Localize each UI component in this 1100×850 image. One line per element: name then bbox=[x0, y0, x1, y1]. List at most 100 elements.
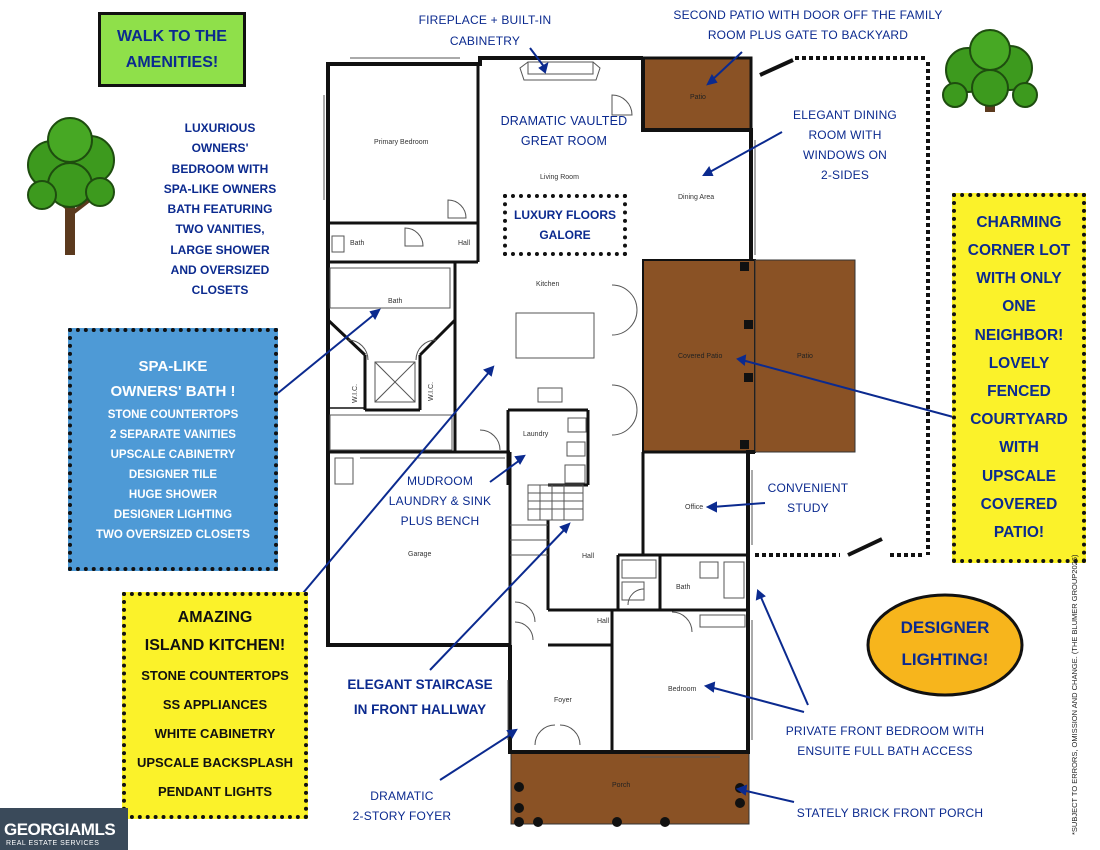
foyer-line-2: 2-STORY FOYER bbox=[352, 809, 452, 823]
spa-bath-box: SPA-LIKE OWNERS' BATH ! STONE COUNTERTOP… bbox=[68, 328, 278, 571]
owners-line-4: SPA-LIKE OWNERS bbox=[163, 181, 277, 196]
study-line-1: CONVENIENT bbox=[767, 481, 849, 495]
note-porch: STATELY BRICK FRONT PORCH bbox=[795, 804, 985, 823]
covered-patio bbox=[642, 259, 756, 453]
spa-title-1: SPA-LIKE bbox=[138, 357, 208, 375]
luxury-floors-box: LUXURY FLOORS GALORE bbox=[503, 194, 627, 256]
mudroom-line-3: PLUS BENCH bbox=[400, 514, 480, 528]
owners-line-2: OWNERS' bbox=[191, 141, 249, 156]
dining-line-1: ELEGANT DINING bbox=[793, 108, 897, 122]
room-bath-main: Bath bbox=[388, 298, 403, 305]
note-front-bedroom: PRIVATE FRONT BEDROOM WITH ENSUITE FULL … bbox=[780, 721, 990, 761]
owners-line-5: BATH FEATURING bbox=[167, 202, 273, 217]
study-line-2: STUDY bbox=[787, 501, 829, 515]
second-patio-line-2: ROOM PLUS GATE TO BACKYARD bbox=[707, 28, 909, 42]
owners-line-3: BEDROOM WITH bbox=[171, 161, 269, 176]
corner-line-12: PATIO! bbox=[993, 524, 1045, 542]
note-staircase: ELEGANT STAIRCASE IN FRONT HALLWAY bbox=[340, 672, 500, 722]
dining-line-2: ROOM WITH bbox=[808, 128, 882, 142]
note-second-patio: SECOND PATIO WITH DOOR OFF THE FAMILY RO… bbox=[668, 5, 948, 45]
logo-brand: GEORGIAMLS bbox=[4, 820, 116, 839]
spa-line-5: UPSCALE CABINETRY bbox=[110, 448, 236, 461]
room-office: Office bbox=[685, 504, 704, 511]
logo-sub: REAL ESTATE SERVICES bbox=[6, 840, 100, 847]
kitchen-line-3: STONE COUNTERTOPS bbox=[141, 668, 289, 683]
owners-line-6: TWO VANITIES, bbox=[175, 222, 265, 237]
room-kitchen: Kitchen bbox=[536, 281, 560, 288]
fence bbox=[755, 56, 930, 557]
staircase-line-1: ELEGANT STAIRCASE bbox=[347, 677, 493, 692]
room-wic-left: W.I.C. bbox=[352, 383, 360, 404]
corner-line-9: WITH bbox=[999, 439, 1039, 457]
kitchen-line-6: UPSCALE BACKSPLASH bbox=[136, 755, 293, 770]
owners-line-9: CLOSETS bbox=[191, 283, 249, 298]
exterior-walls bbox=[326, 56, 755, 754]
front-bedroom-line-1: PRIVATE FRONT BEDROOM WITH bbox=[785, 724, 985, 738]
room-garage: Garage bbox=[408, 551, 432, 558]
spa-title-2: OWNERS' BATH ! bbox=[110, 382, 236, 400]
spa-line-3: STONE COUNTERTOPS bbox=[107, 408, 239, 421]
room-hall-top: Hall bbox=[458, 240, 471, 247]
kitchen-line-4: SS APPLIANCES bbox=[162, 697, 268, 712]
front-bedroom-line-2: ENSUITE FULL BATH ACCESS bbox=[797, 744, 973, 758]
note-study: CONVENIENT STUDY bbox=[762, 478, 854, 518]
room-covered-patio: Covered Patio bbox=[678, 353, 723, 360]
spa-line-6: DESIGNER TILE bbox=[128, 468, 218, 481]
patio-posts bbox=[514, 262, 753, 827]
georgiamls-logo: GEORGIAMLS REAL ESTATE SERVICES bbox=[0, 808, 128, 850]
room-foyer: Foyer bbox=[554, 697, 572, 704]
kitchen-line-5: WHITE CABINETRY bbox=[154, 726, 276, 741]
spa-line-7: HUGE SHOWER bbox=[128, 488, 218, 501]
room-bath-small: Bath bbox=[350, 240, 365, 247]
room-laundry: Laundry bbox=[523, 431, 549, 438]
fireplace-line-2: CABINETRY bbox=[449, 34, 521, 48]
floors-line-2: GALORE bbox=[539, 228, 591, 242]
staircase-line-2: IN FRONT HALLWAY bbox=[353, 702, 487, 717]
spa-line-8: DESIGNER LIGHTING bbox=[113, 508, 233, 521]
room-patio-right: Patio bbox=[797, 353, 813, 360]
designer-oval bbox=[866, 593, 1024, 697]
owners-line-8: AND OVERSIZED bbox=[170, 263, 270, 278]
note-great-room: DRAMATIC VAULTED GREAT ROOM bbox=[498, 111, 630, 151]
note-owners-bedroom: LUXURIOUS OWNERS' BEDROOM WITH SPA-LIKE … bbox=[140, 118, 300, 301]
dining-line-4: 2-SIDES bbox=[820, 168, 870, 182]
foyer-line-1: DRAMATIC bbox=[370, 789, 434, 803]
kitchen-line-7: PENDANT LIGHTS bbox=[157, 784, 273, 799]
room-hall-lower: Hall bbox=[597, 618, 610, 625]
kitchen-title-2: ISLAND KITCHEN! bbox=[144, 637, 286, 654]
callout-arrows bbox=[277, 47, 958, 803]
mudroom-line-2: LAUNDRY & SINK bbox=[388, 494, 492, 508]
owners-line-7: LARGE SHOWER bbox=[170, 242, 270, 257]
great-room-line-1: DRAMATIC VAULTED bbox=[500, 114, 628, 128]
disclaimer-text: *SUBJECT TO ERRORS, OMISSION AND CHANGE.… bbox=[1070, 554, 1079, 835]
note-dining: ELEGANT DINING ROOM WITH WINDOWS ON 2-SI… bbox=[780, 105, 910, 185]
room-hall-mid: Hall bbox=[582, 553, 595, 560]
walk-line-2: AMENITIES! bbox=[125, 53, 219, 71]
room-bath-front: Bath bbox=[676, 584, 691, 591]
island-kitchen-box: AMAZING ISLAND KITCHEN! STONE COUNTERTOP… bbox=[122, 592, 308, 819]
room-wic-right: W.I.C. bbox=[428, 381, 436, 402]
kitchen-title-1: AMAZING bbox=[177, 609, 253, 626]
corner-line-5: NEIGHBOR! bbox=[974, 326, 1064, 344]
note-fireplace: FIREPLACE + BUILT-IN CABINETRY bbox=[395, 10, 575, 52]
mudroom-line-1: MUDROOM bbox=[406, 474, 474, 488]
corner-line-4: ONE bbox=[1002, 298, 1036, 316]
great-room-line-2: GREAT ROOM bbox=[520, 134, 608, 148]
designer-line-1: DESIGNER bbox=[900, 618, 990, 637]
front-porch bbox=[510, 751, 750, 825]
corner-line-8: COURTYARD bbox=[970, 411, 1068, 429]
designer-line-2: LIGHTING! bbox=[901, 650, 989, 669]
corner-line-3: WITH ONLY bbox=[976, 270, 1062, 288]
floors-line-1: LUXURY FLOORS bbox=[513, 208, 616, 222]
room-primary-bedroom: Primary Bedroom bbox=[374, 139, 429, 146]
note-mudroom: MUDROOM LAUNDRY & SINK PLUS BENCH bbox=[385, 471, 495, 531]
designer-lighting-label: DESIGNER LIGHTING! bbox=[868, 612, 1022, 676]
spa-line-4: 2 SEPARATE VANITIES bbox=[110, 428, 236, 441]
staircase bbox=[510, 484, 584, 556]
fixtures bbox=[323, 57, 756, 758]
owners-line-1: LUXURIOUS bbox=[184, 121, 256, 135]
room-dining: Dining Area bbox=[678, 194, 715, 201]
tree-icon-left bbox=[27, 117, 115, 255]
note-foyer: DRAMATIC 2-STORY FOYER bbox=[352, 786, 452, 826]
porch-line: STATELY BRICK FRONT PORCH bbox=[796, 806, 984, 820]
